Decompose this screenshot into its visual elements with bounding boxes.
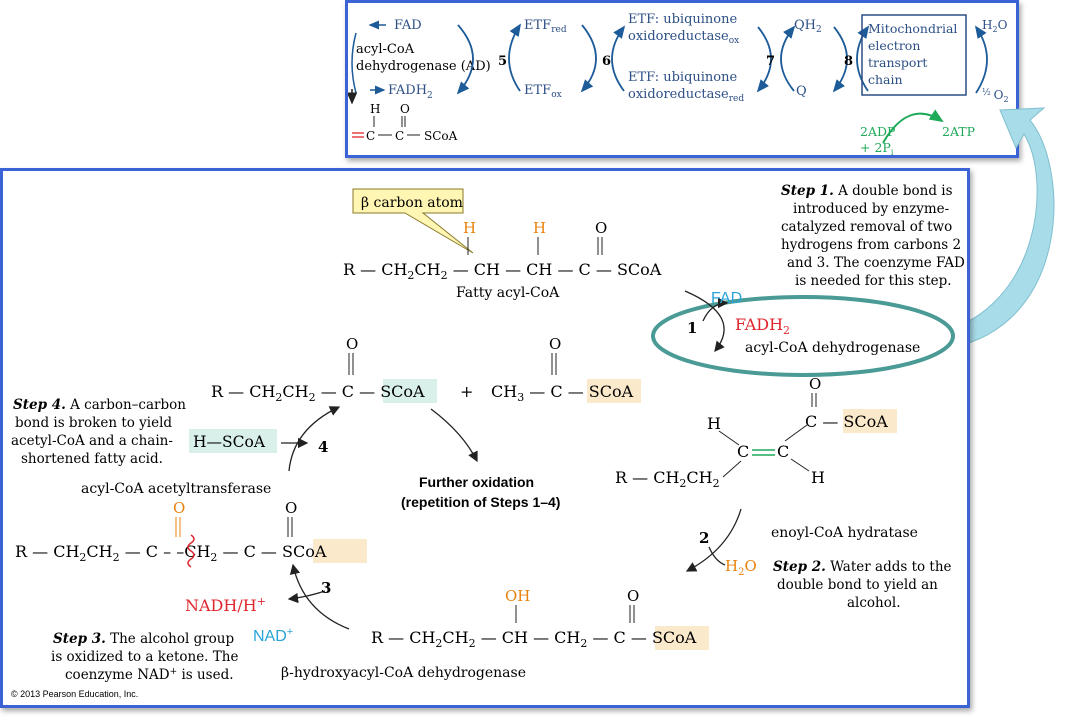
- callout-text: β carbon atom: [361, 195, 463, 211]
- fatty-acyl-label: Fatty acyl-CoA: [456, 285, 560, 301]
- acyl-o: O: [595, 219, 607, 237]
- step2-line2: double bond to yield an: [777, 577, 938, 593]
- atp-arrow: [882, 109, 944, 144]
- shortened-acyl: R — CH2CH2 — C — SCoA: [211, 382, 425, 404]
- acetyl-coa: CH3 — C — SCoA: [491, 382, 634, 404]
- h2o-product: H2O: [982, 18, 1008, 34]
- plus-sign: +: [460, 382, 473, 401]
- alpha-h: H: [533, 219, 546, 237]
- step4-line4: shortened fatty acid.: [21, 451, 163, 467]
- electron-transfer-panel: FAD acyl-CoA dehydrogenase (AD) FADH2 5 …: [345, 0, 1019, 158]
- beta-carbon-callout: [352, 188, 474, 254]
- enzyme1: acyl-CoA dehydrogenase: [745, 340, 920, 356]
- frag-c1: C: [366, 129, 375, 143]
- enzyme2: enoyl-CoA hydratase: [771, 525, 918, 541]
- step4-line2: bond is broken to yield: [15, 415, 172, 431]
- frag-scoa: SCoA: [424, 129, 458, 143]
- hydroxyl: OH: [505, 587, 530, 605]
- hscoa: H—SCoA: [193, 433, 266, 451]
- ad-name-line2: dehydrogenase (AD): [356, 59, 491, 74]
- step1-line6: is needed for this step.: [795, 273, 952, 289]
- step1-line4: hydrogens from carbons 2: [781, 237, 961, 253]
- step4-line3: acetyl-CoA and a chain-: [11, 433, 173, 449]
- step3-line2: is oxidized to a ketone. The: [51, 649, 238, 665]
- enoyl-o: O: [809, 375, 821, 393]
- enzyme4: acyl-CoA acetyltransferase: [81, 481, 271, 497]
- half-o2: ½ O2: [982, 87, 1009, 104]
- mito-line4: chain: [868, 72, 903, 87]
- ubq-red-line2: oxidoreductasered: [628, 87, 744, 104]
- nad: NAD+: [253, 626, 293, 645]
- fatty-acyl-structure: R — CH2CH2 — CH — CH — C — SCoA: [343, 260, 662, 282]
- copyright: © 2013 Pearson Education, Inc.: [11, 689, 138, 699]
- step-6: 6: [602, 54, 611, 69]
- h2o-main: H2O: [725, 557, 757, 578]
- mito-line1: Mitochondrial: [868, 21, 957, 36]
- nadh: NADH/H+: [185, 595, 266, 615]
- enoyl-r: R — CH2CH2: [615, 468, 720, 490]
- fadh2-main: FADH2: [735, 315, 790, 337]
- mito-line2: electron: [868, 38, 920, 53]
- frag-c2: C: [395, 129, 404, 143]
- beta-oxidation-panel: β carbon atom H H O R — CH2CH2 — CH — CH…: [0, 168, 970, 708]
- enzyme3: β-hydroxyacyl-CoA dehydrogenase: [281, 665, 526, 681]
- q-label: Q: [796, 84, 807, 99]
- step1-num: 1: [687, 319, 697, 337]
- mito-line3: transport: [868, 55, 927, 70]
- fad-main: FAD: [711, 290, 742, 307]
- beta-oxidation-diagram: β carbon atom H H O R — CH2CH2 — CH — CH…: [11, 183, 965, 699]
- enoyl-h-top: H: [707, 414, 721, 433]
- ubq-ox-line2: oxidoreductaseox: [628, 29, 739, 46]
- link-arrow: [941, 107, 1055, 349]
- qh2-label: QH2: [794, 18, 822, 35]
- step-8: 8: [844, 54, 853, 69]
- step4-num: 4: [318, 438, 328, 456]
- hydroxy-o: O: [627, 587, 639, 605]
- enoyl-h-bottom: H: [811, 468, 825, 487]
- step1-line2: introduced by enzyme-: [793, 201, 949, 217]
- frag-o: O: [400, 102, 410, 116]
- further-line1: Further oxidation: [419, 474, 534, 490]
- etf-red: ETFred: [524, 18, 567, 35]
- step3-desc: Step 3. The alcohol group: [53, 631, 234, 647]
- step1-line5: and 3. The coenzyme FAD: [787, 255, 965, 271]
- step1-desc: Step 1. A double bond is: [781, 183, 953, 199]
- electron-transfer-diagram: FAD acyl-CoA dehydrogenase (AD) FADH2 5 …: [346, 12, 1009, 157]
- enoyl-c3: C: [737, 442, 749, 461]
- fadh2-label: FADH2: [388, 83, 433, 101]
- step-7: 7: [766, 54, 775, 69]
- keto-o: O: [173, 499, 185, 517]
- step3-line3: coenzyme NAD+ is used.: [65, 667, 234, 683]
- step2-desc: Step 2. Water adds to the: [773, 559, 952, 575]
- step3-num: 3: [321, 579, 331, 597]
- fad-label: FAD: [394, 18, 422, 33]
- step-5: 5: [498, 54, 507, 69]
- prod2-o: O: [549, 335, 561, 353]
- etf-ox: ETFox: [524, 83, 562, 100]
- step1-line3: catalyzed removal of two: [781, 219, 952, 235]
- step1-ellipse: [651, 295, 955, 377]
- ketoacyl-structure: R — CH2CH2 — C – –CH2 — C — SCoA: [15, 542, 327, 564]
- ubq-red-line1: ETF: ubiquinone: [628, 70, 738, 85]
- prod1-o: O: [346, 335, 358, 353]
- cleavage-mark: [187, 534, 195, 568]
- beta-h: H: [463, 219, 476, 237]
- mito-etc-box: [861, 14, 967, 96]
- frag-h: H: [370, 102, 380, 116]
- step4-desc: Step 4. A carbon–carbon: [13, 397, 186, 413]
- enoyl-c2b: C: [777, 442, 789, 461]
- step2-num: 2: [699, 529, 709, 547]
- hydroxyacyl-structure: R — CH2CH2 — CH — CH2 — C — SCoA: [371, 628, 697, 650]
- further-line2: (repetition of Steps 1–4): [401, 494, 560, 510]
- adp-line1: 2ADP: [860, 124, 895, 139]
- ad-name-line1: acyl-CoA: [356, 42, 415, 57]
- keto-o2: O: [285, 499, 297, 517]
- adp-line2: + 2Pi: [860, 140, 894, 157]
- step2-line3: alcohol.: [847, 595, 901, 611]
- atp-label: 2ATP: [942, 124, 975, 139]
- enoyl-c2: C — SCoA: [805, 412, 888, 431]
- ubq-ox-line1: ETF: ubiquinone: [628, 12, 738, 27]
